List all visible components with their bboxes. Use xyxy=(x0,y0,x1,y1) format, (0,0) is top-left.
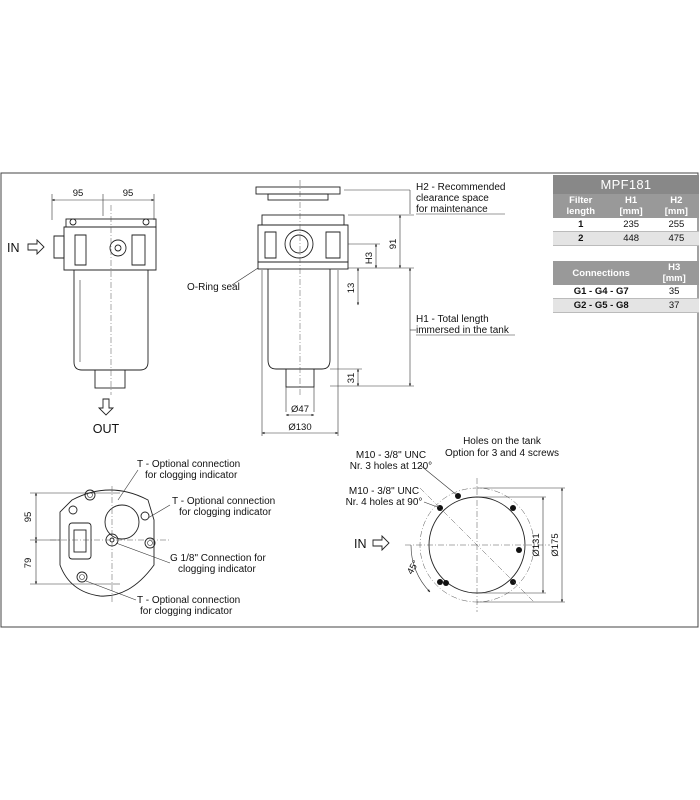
dim-95-left: 95 xyxy=(73,188,84,199)
h2-note-line-3: for maintenance xyxy=(416,204,488,215)
dim-d47: Ø47 xyxy=(291,404,309,415)
plan-view: 95 79 T - Optional connection for cloggi… xyxy=(23,459,275,617)
oring-label: O-Ring seal xyxy=(187,282,240,293)
table-row: G1 - G4 - G7 35 xyxy=(553,285,699,299)
in-label: IN xyxy=(7,241,20,255)
drawing-frame xyxy=(0,172,699,628)
t-note-1-line-2: for clogging indicator xyxy=(145,470,238,481)
t-note-2-line-1: T - Optional connection xyxy=(172,496,275,507)
dim-d130: Ø130 xyxy=(288,422,311,433)
g-note-line-1: G 1/8" Connection for xyxy=(170,553,266,564)
col-h2: H2[mm] xyxy=(653,194,699,218)
dim-h3: H3 xyxy=(364,252,375,264)
col-h1: H1[mm] xyxy=(608,194,654,218)
side-view: 91 H3 13 31 Ø47 Ø130 O-Ring seal H2 - Re… xyxy=(187,180,515,436)
note-4-holes-line-2: Nr. 4 holes at 90° xyxy=(346,497,423,508)
angle-45: 45° xyxy=(405,558,422,576)
connections-table: Connections H3[mm] G1 - G4 - G7 35 G2 - … xyxy=(553,261,699,313)
table-row: 1 235 255 xyxy=(553,218,699,232)
col-h3: H3[mm] xyxy=(649,261,699,285)
in-arrow-icon xyxy=(27,238,45,256)
holes-title-line-2: Option for 3 and 4 screws xyxy=(445,448,559,459)
dim-95-right: 95 xyxy=(123,188,134,199)
tank-holes-view: Holes on the tank Option for 3 and 4 scr… xyxy=(346,436,565,612)
dim-d175: Ø175 xyxy=(550,533,561,556)
h2-note-line-1: H2 - Recommended xyxy=(416,182,505,193)
table-row: G2 - G5 - G8 37 xyxy=(553,298,699,313)
dim-13: 13 xyxy=(346,283,357,294)
table-row: 2 448 475 xyxy=(553,231,699,246)
t-note-1-line-1: T - Optional connection xyxy=(137,459,240,470)
h1-note-line-1: H1 - Total length xyxy=(416,314,489,325)
note-4-holes-line-1: M10 - 3/8" UNC xyxy=(349,486,419,497)
dim-d131: Ø131 xyxy=(531,533,542,556)
out-arrow-icon xyxy=(97,398,115,416)
note-3-holes-line-2: Nr. 3 holes at 120° xyxy=(350,461,432,472)
spec-title: MPF181 xyxy=(553,175,699,194)
note-3-holes-line-1: M10 - 3/8" UNC xyxy=(356,450,426,461)
out-label: OUT xyxy=(93,422,120,436)
t-note-3-line-2: for clogging indicator xyxy=(140,606,233,617)
t-note-2-line-2: for clogging indicator xyxy=(179,507,272,518)
holes-in-arrow-icon xyxy=(372,534,390,552)
holes-in-label: IN xyxy=(354,537,367,551)
col-connections: Connections xyxy=(553,261,650,285)
dim-79-plan: 79 xyxy=(23,558,34,569)
h2-note-line-2: clearance space xyxy=(416,193,489,204)
h1-note-line-2: immersed in the tank xyxy=(416,325,510,336)
holes-title-line-1: Holes on the tank xyxy=(463,436,542,447)
front-view: 95 95 IN OUT xyxy=(7,188,157,436)
dim-95-plan: 95 xyxy=(23,512,34,523)
t-note-3-line-1: T - Optional connection xyxy=(137,595,240,606)
dim-31: 31 xyxy=(346,373,357,384)
g-note-line-2: clogging indicator xyxy=(178,564,256,575)
dim-91: 91 xyxy=(388,239,399,250)
